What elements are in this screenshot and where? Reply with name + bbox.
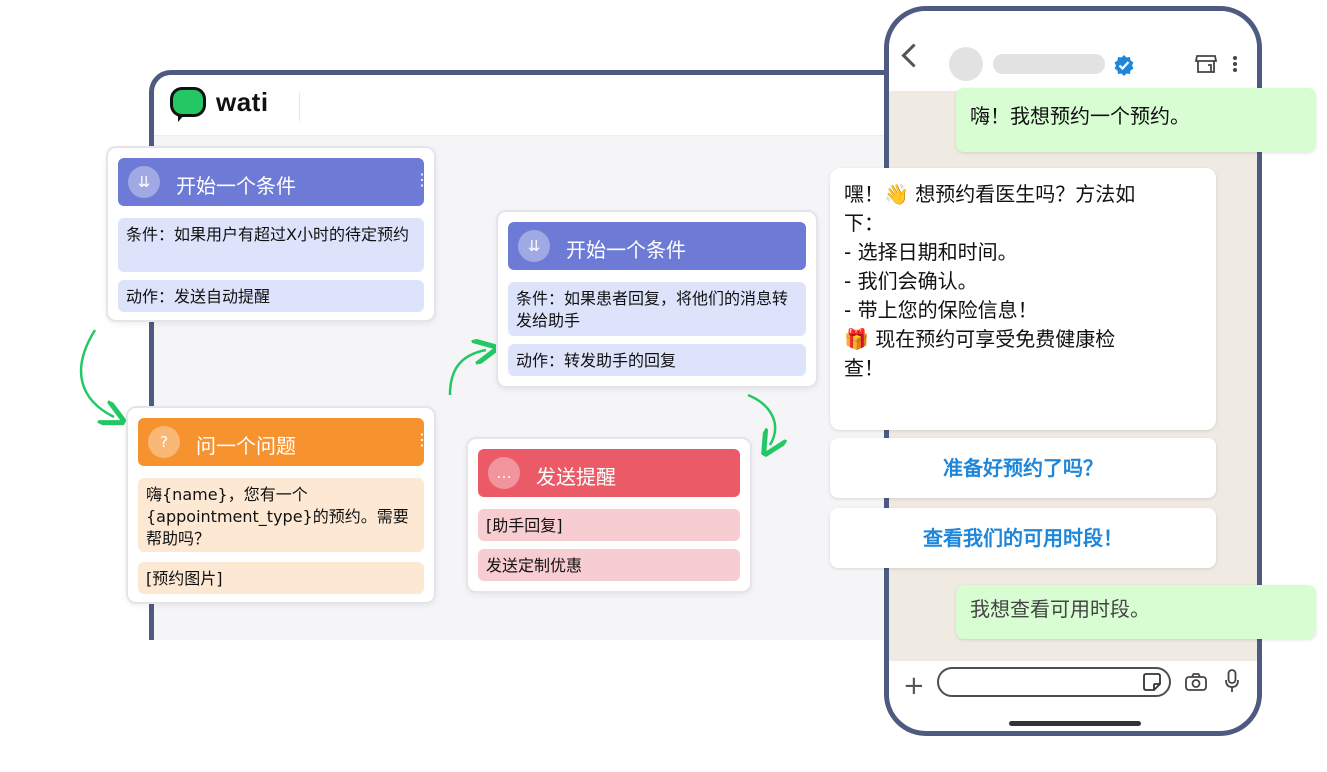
arrow-card2-to-card4 [747, 393, 775, 445]
arrow-card1-to-card3 [79, 329, 114, 417]
cta-ready-to-book-button[interactable]: 准备好预约了吗？ [830, 438, 1216, 498]
card-title: 开始一个条件 [176, 174, 296, 198]
assistant-reply-row: [助手回复] [478, 509, 740, 541]
wati-logo-icon [170, 87, 206, 122]
cta-view-slots-button[interactable]: 查看我们的可用时段！ [830, 508, 1216, 568]
message-icon: … [488, 457, 520, 489]
input-bar: + [889, 661, 1257, 721]
message-input[interactable] [937, 667, 1171, 697]
incoming-message: 嘿！👋 想预约看医生吗？方法如下： - 选择日期和时间。 - 我们会确认。 - … [830, 168, 1216, 430]
outgoing-message-1: 嗨！我想预约一个预约。 [956, 88, 1316, 152]
card-title: 开始一个条件 [566, 238, 686, 262]
condition-row: 条件：如果患者回复，将他们的消息转发给助手 [508, 282, 806, 336]
avatar[interactable] [949, 47, 983, 81]
card-title: 问一个问题 [196, 434, 296, 458]
outgoing-message-2: 我想查看可用时段。 [956, 585, 1316, 639]
card-title: 发送提醒 [536, 465, 616, 489]
card-header: … 发送提醒 [478, 449, 740, 497]
header-divider [299, 93, 300, 121]
flow-card-condition-1[interactable]: ⇊ 开始一个条件 ⋮ 条件：如果用户有超过X小时的待定预约 动作：发送自动提醒 [106, 146, 436, 322]
mic-icon[interactable] [1225, 669, 1239, 693]
image-row: [预约图片] [138, 562, 424, 594]
action-row: 动作：转发助手的回复 [508, 344, 806, 376]
plus-icon[interactable]: + [903, 671, 925, 701]
action-row: 动作：发送自动提醒 [118, 280, 424, 312]
condition-icon: ⇊ [518, 230, 550, 262]
more-icon[interactable]: ⋮ [414, 170, 430, 189]
card-header: ⇊ 开始一个条件 ⋮ [118, 158, 430, 206]
app-header: wati [154, 75, 909, 136]
camera-icon[interactable] [1185, 673, 1207, 691]
chat-header [889, 11, 1257, 91]
flow-card-condition-2[interactable]: ⇊ 开始一个条件 条件：如果患者回复，将他们的消息转发给助手 动作：转发助手的回… [496, 210, 818, 388]
condition-row: 条件：如果用户有超过X小时的待定预约 [118, 218, 424, 272]
question-row: 嗨{name}，您有一个{appointment_type}的预约。需要帮助吗？ [138, 478, 424, 552]
offer-row: 发送定制优惠 [478, 549, 740, 581]
message-text: 我想查看可用时段。 [970, 597, 1150, 621]
card-header: ? 问一个问题 ⋮ [138, 418, 430, 466]
card-header: ⇊ 开始一个条件 [508, 222, 806, 270]
verified-icon [1114, 55, 1134, 76]
flow-card-reminder[interactable]: … 发送提醒 [助手回复] 发送定制优惠 [466, 437, 752, 593]
logo-text: wati [216, 87, 269, 117]
back-icon[interactable] [901, 43, 926, 68]
contact-name-placeholder[interactable] [993, 54, 1105, 74]
condition-icon: ⇊ [128, 166, 160, 198]
home-indicator [1009, 721, 1141, 726]
menu-icon[interactable] [1233, 55, 1237, 73]
more-icon[interactable]: ⋮ [414, 430, 430, 449]
store-icon[interactable] [1195, 54, 1217, 74]
sticker-icon[interactable] [1143, 673, 1161, 691]
flow-card-question[interactable]: ? 问一个问题 ⋮ 嗨{name}，您有一个{appointment_type}… [126, 406, 436, 604]
message-text: 嗨！我想预约一个预约。 [970, 104, 1190, 128]
arrow-card3-to-card2 [448, 350, 486, 396]
message-text: 嘿！👋 想预约看医生吗？方法如下： - 选择日期和时间。 - 我们会确认。 - … [844, 182, 1136, 380]
question-icon: ? [148, 426, 180, 458]
